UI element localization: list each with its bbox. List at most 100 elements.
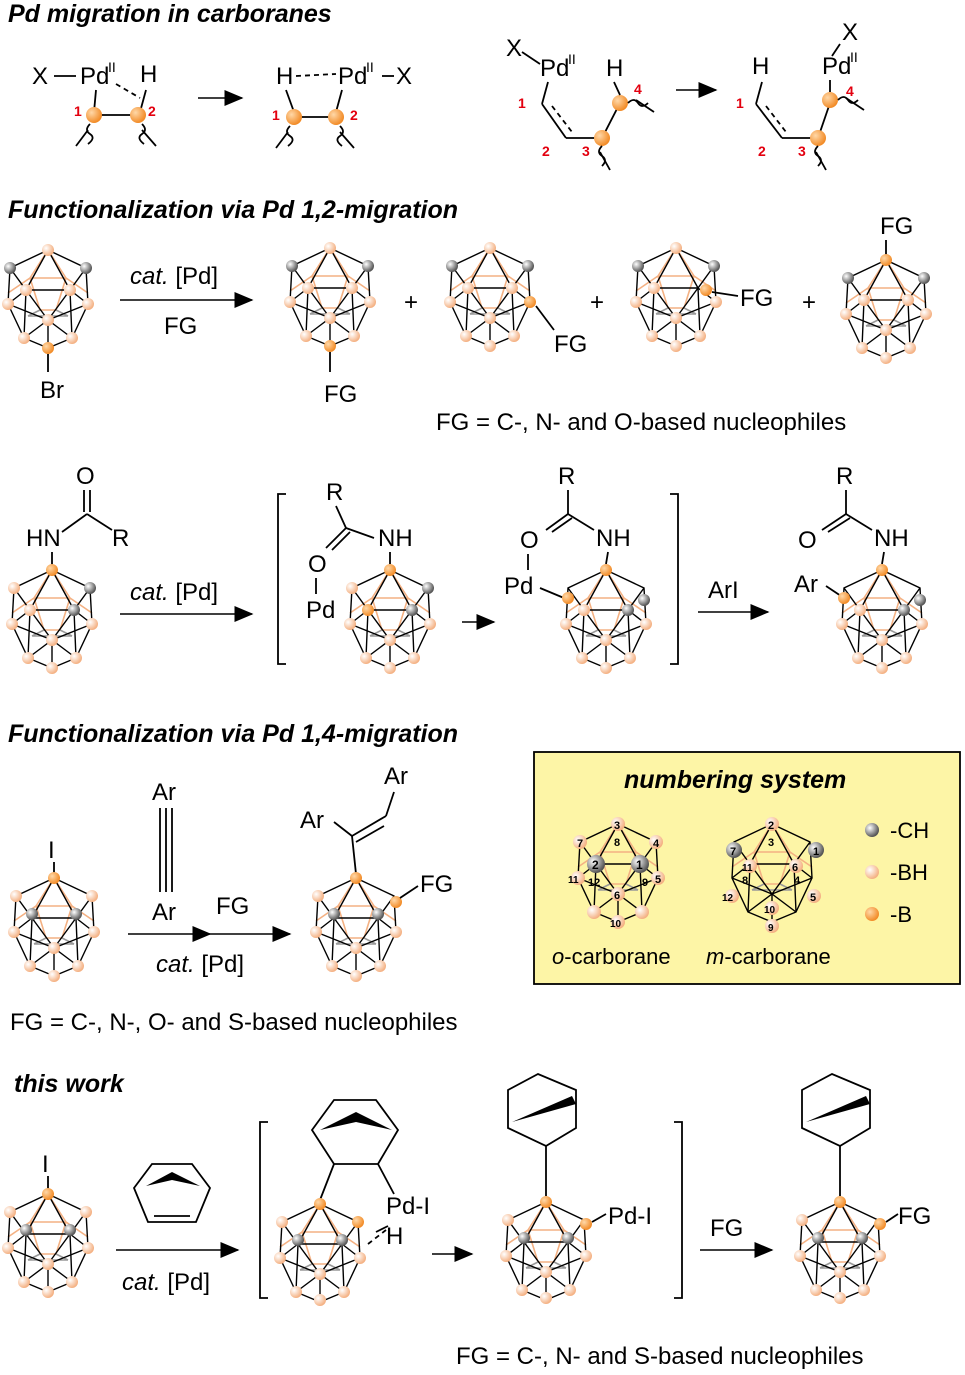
- o-carborane-label: o-carborane: [552, 944, 671, 969]
- svg-text:FG: FG: [740, 285, 773, 312]
- svg-text:O: O: [308, 551, 327, 578]
- legend-bh-icon: [865, 865, 879, 879]
- svg-text:6: 6: [614, 890, 620, 902]
- numbering-title: numbering system: [624, 766, 846, 794]
- svg-text:FG: FG: [898, 1203, 931, 1230]
- svg-text:X: X: [842, 19, 858, 46]
- svg-text:Pd: Pd: [822, 53, 851, 80]
- bracket-left-amide: [277, 493, 286, 665]
- svg-text:O: O: [520, 527, 539, 554]
- svg-text:1: 1: [636, 858, 643, 872]
- svg-text:Pd: Pd: [338, 63, 367, 90]
- product-cage-b8: FG: [444, 242, 587, 358]
- amide-intermediate-1: R O NH Pd: [306, 479, 436, 674]
- migration-12-reactant: X Pd II H 1 2: [32, 59, 157, 147]
- svg-text:Ar: Ar: [152, 899, 176, 926]
- reagent-arrow-func12: cat. [Pd] FG: [120, 263, 254, 340]
- heading-func14: Functionalization via Pd 1,4-migration: [8, 720, 458, 748]
- svg-text:R: R: [558, 463, 575, 490]
- iodo-carborane-14: I: [8, 837, 100, 982]
- svg-text:2: 2: [592, 858, 599, 872]
- svg-text:3: 3: [614, 820, 620, 832]
- svg-text:R: R: [112, 525, 129, 552]
- this-work-intermediate-1: Pd-I H: [274, 1099, 430, 1306]
- svg-text:10: 10: [610, 919, 622, 930]
- svg-text:O: O: [76, 463, 95, 490]
- heading-this-work: this work: [14, 1070, 125, 1098]
- svg-text:Pd: Pd: [540, 55, 569, 82]
- plus-2: +: [590, 289, 604, 316]
- svg-text:ArI: ArI: [708, 577, 739, 604]
- svg-text:3: 3: [582, 143, 590, 159]
- svg-text:5: 5: [655, 874, 661, 886]
- product-cage-b9: FG: [840, 213, 932, 364]
- svg-text:7: 7: [577, 838, 583, 850]
- svg-text:1: 1: [736, 95, 744, 111]
- legend-ch-icon: [865, 823, 879, 837]
- svg-text:H: H: [606, 55, 623, 82]
- svg-text:Pd-I: Pd-I: [386, 1193, 430, 1220]
- heading-func12: Functionalization via Pd 1,2-migration: [8, 196, 458, 224]
- svg-text:X: X: [506, 35, 522, 62]
- svg-text:3: 3: [768, 837, 774, 849]
- svg-text:-CH: -CH: [890, 818, 929, 843]
- svg-text:cat. [Pd]: cat. [Pd]: [130, 579, 218, 606]
- svg-text:X: X: [396, 63, 412, 90]
- migration-14-product: H Pd II X 1 2 3 4: [736, 19, 865, 171]
- svg-text:11: 11: [568, 875, 579, 886]
- svg-text:II: II: [850, 49, 858, 65]
- svg-text:4: 4: [634, 81, 642, 97]
- svg-text:cat. [Pd]: cat. [Pd]: [130, 263, 218, 290]
- svg-text:7: 7: [730, 846, 736, 858]
- svg-text:NH: NH: [378, 525, 413, 552]
- norbornene-reagent: [132, 1163, 212, 1223]
- svg-text:9: 9: [642, 877, 648, 889]
- svg-text:Ar: Ar: [152, 779, 176, 806]
- cage-bromo-carborane: Br: [2, 244, 94, 404]
- svg-text:5: 5: [810, 892, 816, 904]
- svg-text:FG: FG: [710, 1215, 743, 1242]
- svg-text:H: H: [276, 63, 293, 90]
- svg-text:1: 1: [518, 95, 526, 111]
- svg-text:2: 2: [768, 820, 774, 832]
- svg-text:I: I: [42, 1151, 49, 1178]
- svg-text:O: O: [798, 527, 817, 554]
- svg-text:X: X: [32, 63, 48, 90]
- svg-text:8: 8: [614, 837, 620, 849]
- svg-text:I: I: [48, 837, 55, 864]
- svg-text:6: 6: [792, 862, 798, 874]
- func14-product: Ar Ar FG: [300, 763, 453, 982]
- svg-text:1: 1: [74, 103, 82, 119]
- svg-text:FG: FG: [880, 213, 913, 240]
- svg-text:2: 2: [148, 103, 156, 119]
- svg-text:Pd-I: Pd-I: [608, 1203, 652, 1230]
- svg-text:NH: NH: [596, 525, 631, 552]
- iodo-carborane-this-work: I: [2, 1151, 94, 1298]
- bracket-right-amide: [670, 493, 679, 665]
- svg-text:Ar: Ar: [384, 763, 408, 790]
- svg-text:Ar: Ar: [300, 807, 324, 834]
- footnote-func14: FG = C-, N-, O- and S-based nucleophiles: [10, 1009, 458, 1036]
- product-cage-b4: FG: [630, 242, 773, 352]
- svg-text:H: H: [386, 1223, 403, 1250]
- svg-text:4: 4: [794, 875, 801, 887]
- svg-text:Pd: Pd: [80, 63, 109, 90]
- svg-text:H: H: [140, 61, 157, 88]
- alkyne-reagent: Ar Ar: [152, 779, 176, 926]
- svg-text:II: II: [366, 59, 374, 75]
- heading-migration: Pd migration in carboranes: [8, 0, 332, 28]
- svg-text:FG: FG: [420, 871, 453, 898]
- svg-text:Pd: Pd: [504, 573, 533, 600]
- svg-text:II: II: [108, 59, 116, 75]
- svg-text:FG: FG: [324, 381, 357, 408]
- reagent-arrow-this-work: cat. [Pd]: [116, 1242, 240, 1296]
- m-carborane-label: m-carborane: [706, 944, 831, 969]
- svg-text:Pd: Pd: [306, 597, 335, 624]
- plus-3: +: [802, 289, 816, 316]
- numbering-system-box: numbering system 1 2 3 4 5 6 7 8 9 10 1: [533, 751, 961, 985]
- this-work-intermediate-2: Pd-I: [500, 1073, 652, 1304]
- svg-text:2: 2: [758, 143, 766, 159]
- reagent-arrow-amide: cat. [Pd]: [120, 579, 254, 622]
- svg-text:H: H: [752, 53, 769, 80]
- svg-text:cat. [Pd]: cat. [Pd]: [122, 1269, 210, 1296]
